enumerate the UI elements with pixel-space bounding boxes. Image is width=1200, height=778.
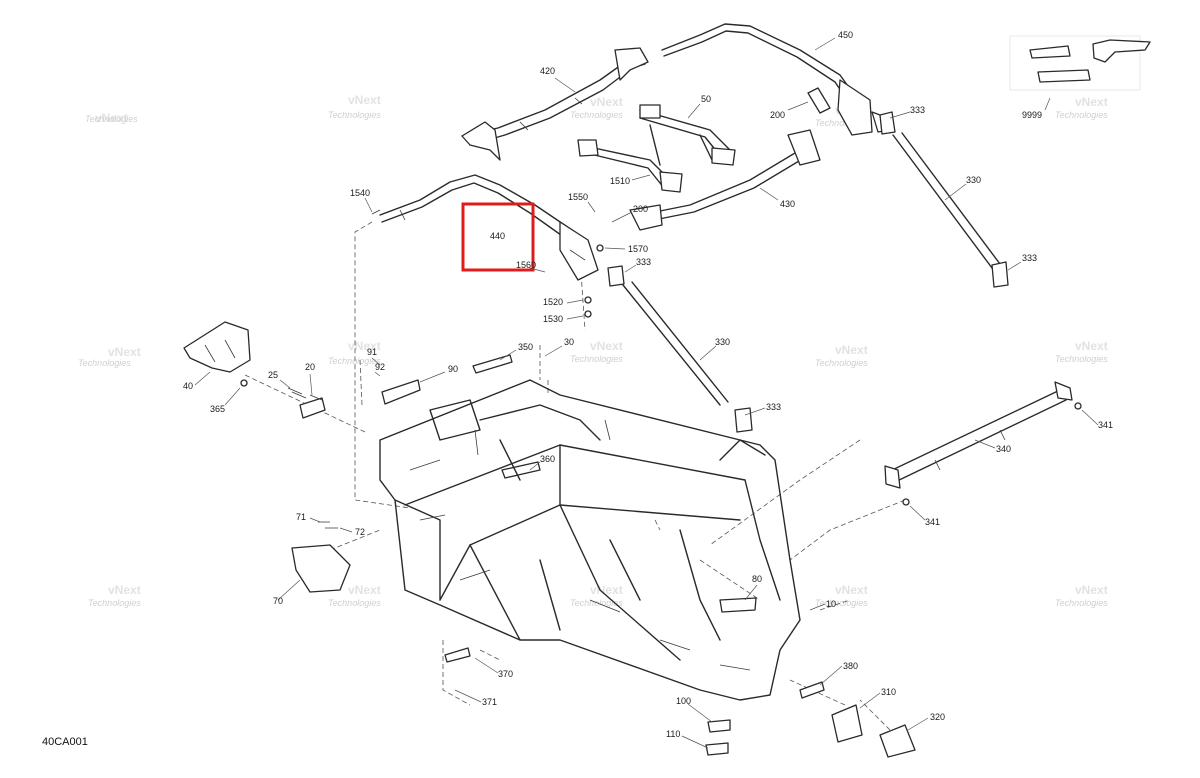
callout-1550: 1550 — [568, 192, 588, 202]
watermark-line1: vNext — [590, 95, 623, 109]
callout-92: 92 — [375, 362, 385, 372]
callout-350: 350 — [518, 342, 533, 352]
part-9999-decal-kit[interactable] — [1009, 35, 1151, 91]
callout-330-lower: 330 — [715, 337, 730, 347]
watermark-line2: Technologies — [88, 598, 141, 608]
watermark-line2: Technologies — [815, 118, 868, 128]
callout-340: 340 — [996, 444, 1011, 454]
callout-20: 20 — [305, 362, 315, 372]
highlight-box-440 — [461, 202, 535, 272]
callout-80: 80 — [752, 574, 762, 584]
watermark-line1: vNext — [1075, 339, 1108, 353]
assembly-dashed-lines — [244, 221, 906, 731]
part-10-main-frame[interactable] — [379, 379, 801, 701]
part-330-upper-strut[interactable] — [879, 111, 1009, 288]
callout-365: 365 — [210, 404, 225, 414]
watermark-line2: Technologies — [78, 358, 131, 368]
callout-420: 420 — [540, 66, 555, 76]
watermark-line2: Technologies — [1055, 598, 1108, 608]
watermark-line2: Technologies — [1055, 110, 1108, 120]
callout-70: 70 — [273, 596, 283, 606]
watermark-line2: Technologies — [815, 598, 868, 608]
callout-330-upper: 330 — [966, 175, 981, 185]
callout-1560: 1560 — [516, 260, 536, 270]
watermark-line1: vNext — [348, 583, 381, 597]
callout-333-b: 333 — [636, 257, 651, 267]
diagram-code: 40CA001 — [42, 736, 88, 748]
watermark-line2: Technologies — [85, 114, 138, 124]
watermark-line1: vNext — [1075, 583, 1108, 597]
callout-labels: 420 450 50 200 333 1510 430 330 1540 155… — [183, 30, 1113, 739]
watermark-line2: Technologies — [570, 110, 623, 120]
watermark-line1: vNext — [835, 343, 868, 357]
watermark-line2: Technologies — [815, 358, 868, 368]
part-330-lower-strut[interactable] — [607, 265, 753, 433]
callout-310: 310 — [881, 687, 896, 697]
callout-370: 370 — [498, 669, 513, 679]
callout-1570: 1570 — [628, 244, 648, 254]
callout-380: 380 — [843, 661, 858, 671]
watermark-line1: vNext — [835, 583, 868, 597]
callout-40: 40 — [183, 381, 193, 391]
watermark-line2: Technologies — [328, 598, 381, 608]
callout-30: 30 — [564, 337, 574, 347]
watermark-line1: vNext — [108, 583, 141, 597]
watermark-line1: vNext — [590, 339, 623, 353]
callout-9999: 9999 — [1022, 110, 1042, 120]
part-440-a-pillar[interactable] — [379, 174, 599, 281]
callout-1530: 1530 — [543, 314, 563, 324]
callout-333-a: 333 — [910, 105, 925, 115]
watermark-line1: vNext — [108, 345, 141, 359]
callout-200-lower: 200 — [633, 204, 648, 214]
callout-320: 320 — [930, 712, 945, 722]
leader-lines — [194, 37, 1099, 749]
part-430-side-rail[interactable] — [629, 129, 821, 231]
callout-1520: 1520 — [543, 297, 563, 307]
callout-200-upper: 200 — [770, 110, 785, 120]
callout-450: 450 — [838, 30, 853, 40]
callout-110: 110 — [666, 729, 680, 739]
callout-333-c: 333 — [1022, 253, 1037, 263]
callout-360: 360 — [540, 454, 555, 464]
callout-1540: 1540 — [350, 188, 370, 198]
callout-341-a: 341 — [1098, 420, 1113, 430]
callout-1510: 1510 — [610, 176, 630, 186]
watermark-line1: vNext — [348, 339, 381, 353]
callout-430: 430 — [780, 199, 795, 209]
watermark-line1: vNext — [1075, 95, 1108, 109]
part-200-upper[interactable] — [807, 87, 831, 114]
callout-371: 371 — [482, 697, 497, 707]
watermark-line2: Technologies — [1055, 354, 1108, 364]
hardware-parts[interactable] — [240, 209, 1082, 758]
callout-25: 25 — [268, 370, 278, 380]
callout-50: 50 — [701, 94, 711, 104]
callout-72: 72 — [355, 527, 365, 537]
callout-333-d: 333 — [766, 402, 781, 412]
callout-91: 91 — [367, 347, 377, 357]
callout-341-b: 341 — [925, 517, 940, 527]
watermark-line1: vNext — [348, 93, 381, 107]
watermark-line2: Technologies — [328, 110, 381, 120]
watermark-line2: Technologies — [570, 354, 623, 364]
part-420-front-bar[interactable] — [461, 47, 649, 161]
callout-100: 100 — [676, 696, 691, 706]
callout-440-highlighted: 440 — [490, 231, 505, 241]
callout-90: 90 — [448, 364, 458, 374]
watermark-line1: vNext — [95, 111, 128, 125]
part-40-front-bracket[interactable] — [183, 321, 251, 373]
part-50-cross-brace[interactable] — [577, 104, 736, 193]
callout-10: 10 — [826, 599, 836, 609]
callout-71: 71 — [296, 512, 306, 522]
part-340-rear-tube[interactable] — [884, 381, 1073, 489]
